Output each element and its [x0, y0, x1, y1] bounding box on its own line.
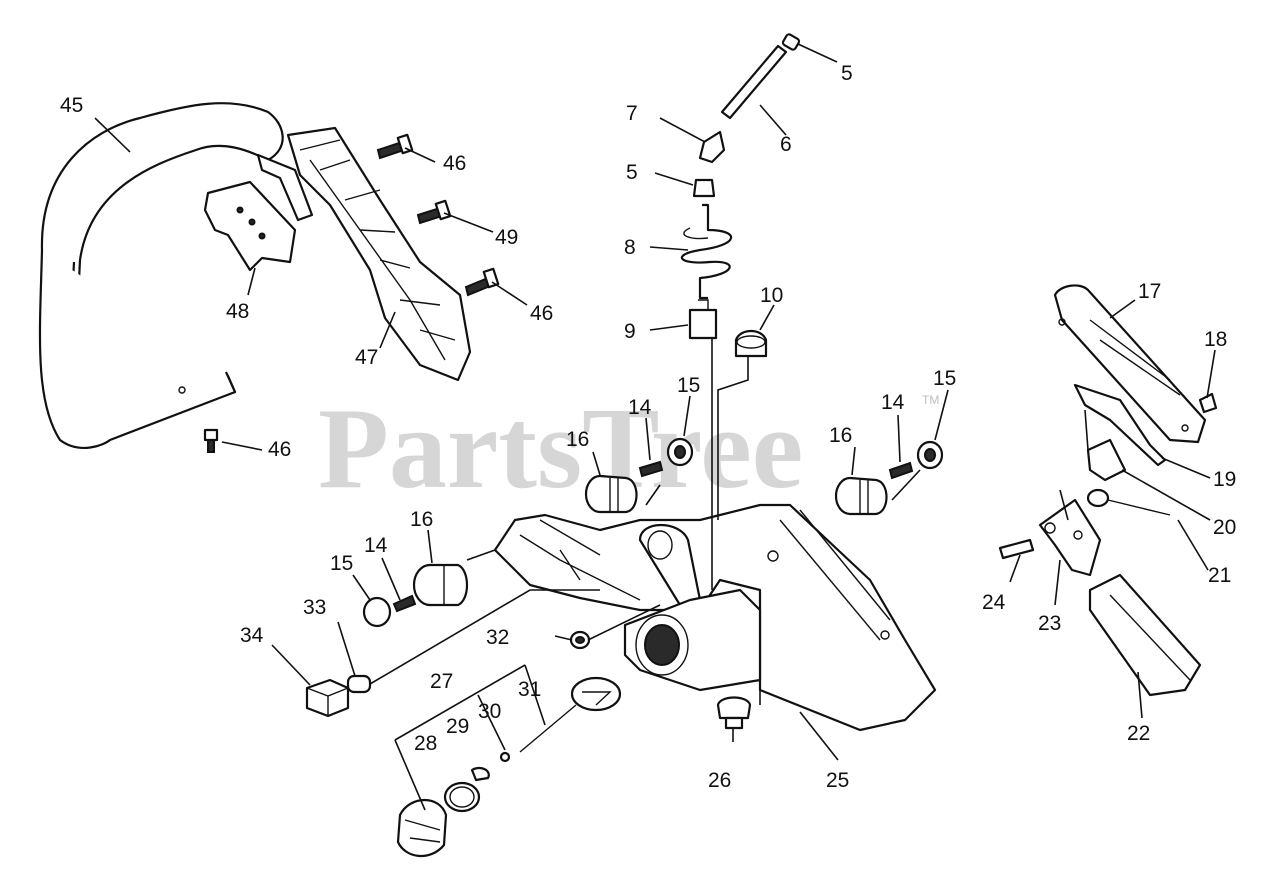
- label-9: 9: [624, 320, 636, 343]
- label-5-lower: 5: [626, 161, 638, 184]
- label-15-left: 15: [330, 552, 353, 575]
- label-22: 22: [1127, 722, 1150, 745]
- label-46-upper: 46: [443, 152, 466, 175]
- label-16-right: 16: [829, 424, 852, 447]
- label-21: 21: [1208, 564, 1231, 587]
- part-25-main-housing[interactable]: [493, 503, 937, 732]
- label-49: 49: [495, 226, 518, 249]
- part-5-grommet-lower[interactable]: [692, 178, 716, 198]
- label-16-center: 16: [566, 428, 589, 451]
- label-30: 30: [478, 700, 501, 723]
- part-5-grommet-top[interactable]: [781, 33, 801, 51]
- label-34: 34: [240, 624, 264, 647]
- part-17-cover[interactable]: [1053, 284, 1207, 444]
- label-48: 48: [226, 300, 249, 323]
- part-labels: 45 46 49 46 48 47 46 5 6 7 5 8 9 10 15 1…: [60, 62, 1236, 792]
- leader-lines: [94, 43, 1216, 811]
- part-23-trigger[interactable]: [1038, 498, 1102, 577]
- part-10-cap[interactable]: [734, 329, 768, 358]
- part-21-spring[interactable]: [1086, 488, 1171, 516]
- watermark-trademark: TM: [922, 393, 939, 407]
- label-32: 32: [486, 626, 509, 649]
- part-29-clip[interactable]: [470, 766, 490, 782]
- part-8-fuel-hose-coil[interactable]: [680, 203, 733, 300]
- part-19-lever[interactable]: [1073, 383, 1167, 467]
- part-32-grommet[interactable]: [569, 630, 591, 650]
- label-15-center: 15: [677, 374, 700, 397]
- part-14-screw-right[interactable]: [888, 461, 914, 480]
- label-14-right: 14: [881, 391, 905, 414]
- part-9-fuel-filter[interactable]: [688, 299, 718, 340]
- part-15-washer-right[interactable]: [916, 440, 944, 470]
- label-46-middle: 46: [530, 302, 553, 325]
- part-16-damper-right[interactable]: [834, 476, 888, 516]
- label-8: 8: [624, 236, 636, 259]
- label-19: 19: [1213, 468, 1236, 491]
- part-16-damper-left[interactable]: [412, 563, 469, 607]
- part-45-front-handle[interactable]: [38, 102, 314, 450]
- label-47: 47: [355, 346, 378, 369]
- part-33-spacer[interactable]: [346, 674, 372, 694]
- part-24-pin[interactable]: [998, 538, 1035, 560]
- part-14-screw-left[interactable]: [392, 594, 417, 613]
- part-14-screw-center[interactable]: [638, 460, 664, 478]
- label-7: 7: [626, 102, 638, 125]
- part-26-plug[interactable]: [716, 696, 752, 730]
- label-25: 25: [826, 769, 849, 792]
- label-31: 31: [518, 678, 541, 701]
- label-45: 45: [60, 94, 83, 117]
- part-20-block[interactable]: [1086, 438, 1127, 482]
- label-28: 28: [414, 732, 437, 755]
- watermark-text: PartsTree: [318, 385, 803, 513]
- label-15-right: 15: [933, 367, 956, 390]
- part-27-tank-cap[interactable]: [396, 799, 448, 858]
- label-24: 24: [982, 591, 1006, 614]
- label-6: 6: [780, 133, 792, 156]
- label-20: 20: [1213, 516, 1236, 539]
- part-49-bolt[interactable]: [416, 199, 452, 225]
- part-6-pipe[interactable]: [720, 44, 788, 120]
- part-30-pin[interactable]: [499, 751, 511, 763]
- label-26: 26: [708, 769, 731, 792]
- watermark: PartsTree TM: [318, 385, 939, 513]
- part-15-washer-center[interactable]: [666, 437, 694, 467]
- label-16-left: 16: [410, 508, 433, 531]
- part-34-block[interactable]: [305, 678, 350, 718]
- label-29: 29: [446, 715, 469, 738]
- label-18: 18: [1204, 328, 1227, 351]
- part-46-bolt-upper[interactable]: [376, 133, 414, 160]
- label-23: 23: [1038, 612, 1061, 635]
- part-15-washer-left[interactable]: [362, 596, 392, 628]
- part-47-handle-frame[interactable]: [286, 126, 472, 382]
- label-14-center: 14: [628, 396, 652, 419]
- label-33: 33: [303, 596, 326, 619]
- label-46-lower: 46: [268, 438, 291, 461]
- label-5-top: 5: [841, 62, 853, 85]
- label-10: 10: [760, 284, 783, 307]
- part-46-bolt-middle[interactable]: [464, 267, 500, 297]
- part-31-cap-strap[interactable]: [519, 676, 622, 753]
- part-48-bracket[interactable]: [203, 180, 297, 272]
- part-28-o-ring[interactable]: [443, 781, 481, 813]
- label-14-left: 14: [364, 534, 388, 557]
- part-7-clamp[interactable]: [698, 130, 726, 164]
- label-27: 27: [430, 670, 453, 693]
- part-16-damper-center[interactable]: [584, 474, 638, 514]
- part-46-bolt-lower[interactable]: [203, 428, 219, 453]
- part-22-grip[interactable]: [1088, 573, 1202, 697]
- label-17: 17: [1138, 280, 1161, 303]
